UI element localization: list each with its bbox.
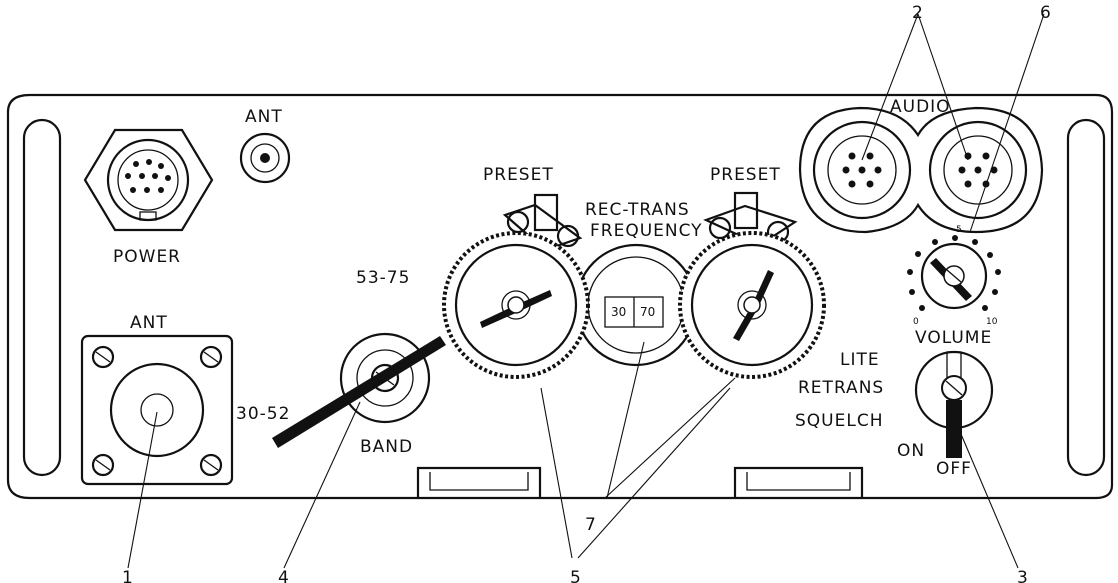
callout-2: 2: [912, 3, 923, 23]
volume-label: VOLUME: [915, 328, 992, 348]
band-label: BAND: [360, 437, 413, 457]
ant-top-jack[interactable]: [239, 132, 291, 184]
volume-knob[interactable]: [907, 235, 1001, 311]
power-label: POWER: [113, 247, 181, 267]
right-handle[interactable]: [1066, 118, 1106, 477]
power-connector[interactable]: [83, 128, 214, 232]
off-label: OFF: [936, 459, 972, 479]
volume-min-label: 0: [913, 317, 919, 327]
callout-6: 6: [1040, 3, 1051, 23]
callout-3: 3: [1017, 568, 1028, 583]
volume-max-label: 10: [986, 317, 998, 327]
ant-top-label: ANT: [245, 107, 283, 127]
band-high-label: 53-75: [356, 268, 410, 288]
audio-label: AUDIO: [890, 97, 951, 117]
preset-left-label: PRESET: [483, 165, 554, 185]
ant-bottom-label: ANT: [130, 313, 168, 333]
callout-1: 1: [122, 568, 133, 583]
callout-4: 4: [278, 568, 289, 583]
audio-connector-left[interactable]: [812, 120, 912, 220]
frequency-label: FREQUENCY: [590, 221, 703, 241]
squelch-switch[interactable]: [914, 350, 994, 458]
left-handle[interactable]: [22, 118, 62, 477]
band-switch[interactable]: [272, 332, 446, 448]
freq-window-right: 70: [640, 305, 655, 319]
audio-connector-right[interactable]: [928, 120, 1028, 220]
ant-bottom-connector[interactable]: [80, 334, 234, 486]
lite-label: LITE: [840, 350, 880, 370]
frequency-knob-left[interactable]: [442, 231, 590, 379]
freq-window-left: 30: [611, 305, 626, 319]
rec-trans-label: REC-TRANS: [585, 200, 690, 220]
frequency-knob-right[interactable]: [678, 231, 826, 379]
retrans-label: RETRANS: [798, 378, 884, 398]
squelch-label: SQUELCH: [795, 411, 883, 431]
callout-7: 7: [585, 515, 596, 535]
band-low-label: 30-52: [236, 404, 290, 424]
callout-5: 5: [570, 568, 581, 583]
on-label: ON: [897, 441, 925, 461]
front-panel: [6, 93, 1114, 500]
audio-connectors: [798, 106, 1044, 234]
preset-right-label: PRESET: [710, 165, 781, 185]
volume-mid-label: 5: [956, 225, 962, 235]
callout-leaders: [127, 13, 1045, 569]
